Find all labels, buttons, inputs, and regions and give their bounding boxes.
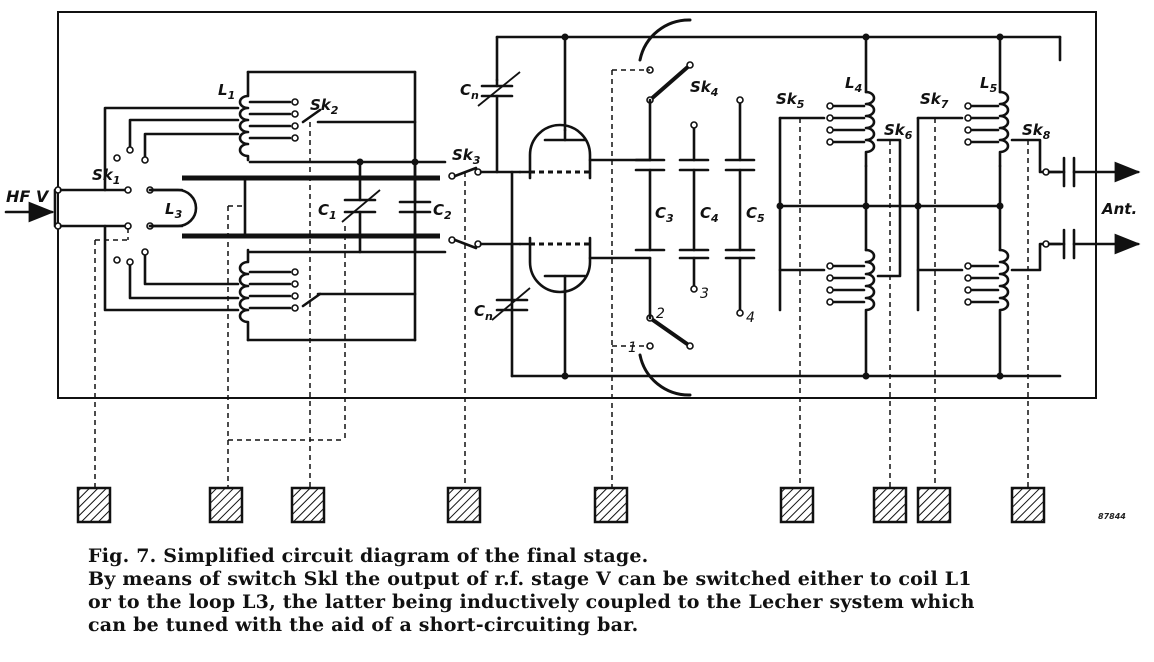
sk2-label: Sk2 <box>310 96 339 117</box>
capacitor-c5: C5 4 <box>724 96 765 326</box>
control-knob <box>916 486 952 524</box>
sk4-label: Sk4 <box>690 78 718 99</box>
control-knob <box>208 486 244 524</box>
l3-label: L3 <box>165 200 183 221</box>
hf-input: HF V <box>4 186 62 230</box>
l5-label: L5 <box>980 74 998 95</box>
c2-label: C2 <box>433 201 452 222</box>
switch-sk1: Sk1 L3 <box>59 166 198 230</box>
c1-label: C1 <box>318 201 337 222</box>
control-knob <box>872 486 908 524</box>
capacitor-cn-bottom: Cn <box>474 242 531 323</box>
switch-sk4: Sk4 <box>638 18 718 104</box>
switch-sk3: Sk3 <box>448 146 522 250</box>
control-knob <box>779 486 815 524</box>
cn-bottom-label: Cn <box>474 302 493 323</box>
hf-input-label: HF V <box>6 187 50 206</box>
c5-label: C5 <box>746 204 765 225</box>
coil-l5: L5 Sk7 Sk8 <box>914 33 1062 380</box>
caption-line: Fig. 7. Simplified circuit diagram of th… <box>88 545 649 567</box>
coil-l1: L1 Sk2 <box>218 70 417 162</box>
caption-line: can be tuned with the aid of a short-cir… <box>88 614 639 636</box>
l1-label: L1 <box>218 81 235 102</box>
sk8-label: Sk8 <box>1022 121 1051 142</box>
control-knob <box>446 486 482 524</box>
sk3-label: Sk3 <box>452 146 481 167</box>
capacitor-cn-top: Cn <box>460 71 521 174</box>
sk5-label: Sk5 <box>776 90 805 111</box>
capacitor-c3: C3 <box>634 158 674 252</box>
sk6-label: Sk6 <box>884 121 913 142</box>
enclosure-frame <box>57 11 1097 399</box>
control-knob <box>1010 486 1046 524</box>
capacitor-c2: C2 <box>398 158 452 254</box>
switch-sk4-lower: 2 1 <box>628 306 694 397</box>
figure-code: 87844 <box>1098 512 1126 521</box>
sk7-label: Sk7 <box>920 90 949 111</box>
sk1-label: Sk1 <box>92 166 120 187</box>
terminal-3: 3 <box>700 286 709 302</box>
caption-line: By means of switch Skl the output of r.f… <box>88 568 972 590</box>
c4-label: C4 <box>700 204 719 225</box>
tube-upper <box>518 123 592 180</box>
c3-label: C3 <box>655 204 674 225</box>
terminal-4: 4 <box>746 310 755 326</box>
capacitor-c1: C1 <box>318 158 381 254</box>
capacitor-c4: C4 3 <box>678 121 719 302</box>
control-knob <box>593 486 629 524</box>
terminal-2: 2 <box>656 306 665 322</box>
terminal-1: 1 <box>628 340 637 356</box>
figure-caption: Fig. 7. Simplified circuit diagram of th… <box>88 545 1138 637</box>
control-knob <box>76 486 112 524</box>
l4-label: L4 <box>845 74 862 95</box>
caption-line: or to the loop L3, the latter being indu… <box>88 591 975 613</box>
cn-top-label: Cn <box>460 81 479 102</box>
coil-l1-lower <box>238 70 417 342</box>
tube-lower <box>518 236 592 294</box>
circuit-diagram: HF V Sk1 L3 L1 <box>4 11 1141 524</box>
control-knob <box>290 486 326 524</box>
antenna-label: Ant. <box>1101 200 1137 218</box>
coil-l4: L4 Sk5 Sk6 <box>776 33 1002 380</box>
antenna-output: Ant. <box>1042 156 1141 260</box>
